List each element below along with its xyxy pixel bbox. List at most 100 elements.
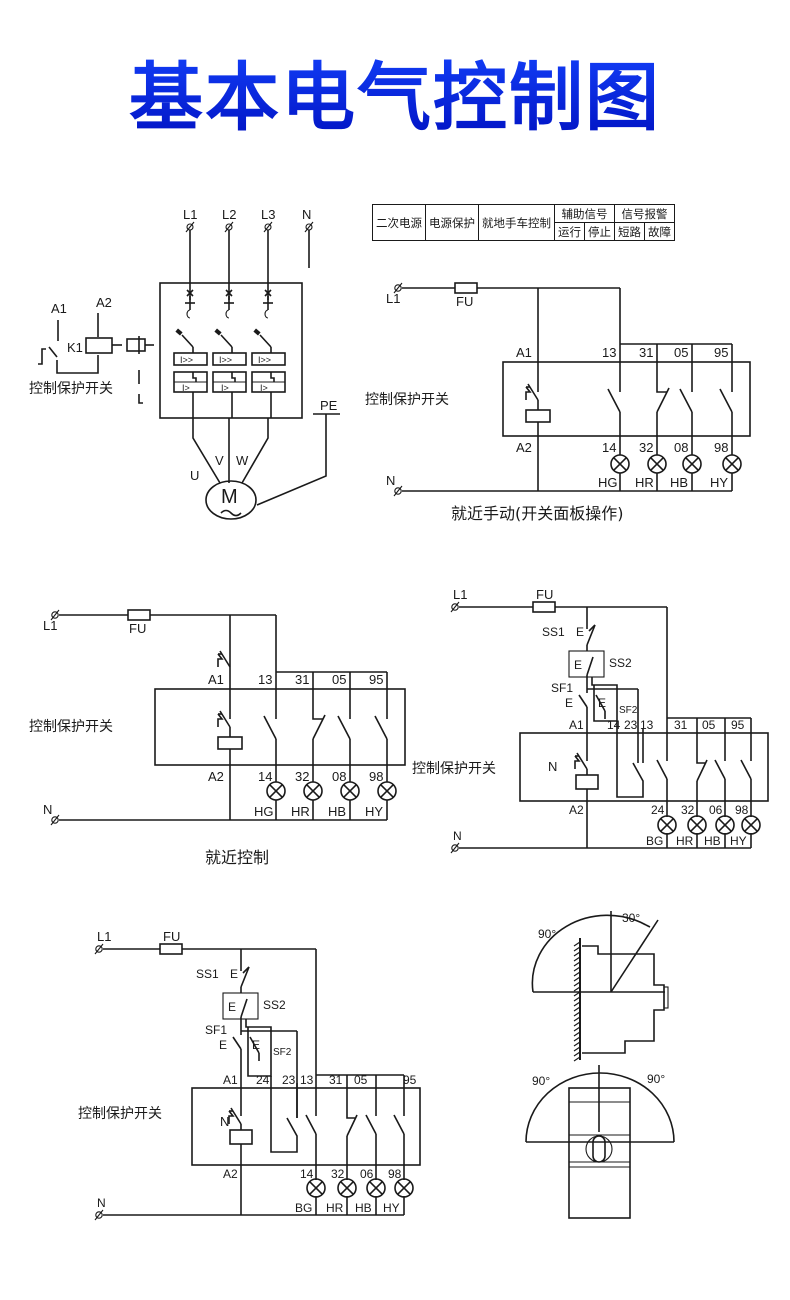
legend-sub-fault: 故障 [644, 222, 675, 241]
phase-label-u: U [190, 468, 199, 483]
indicator-lamp-hb-icon [715, 815, 735, 835]
diagram-caption: 就近控制 [205, 848, 269, 867]
top-contact-label: 95 [731, 718, 745, 732]
top-contact-label: 31 [295, 672, 309, 687]
lamp-label: HY [710, 475, 728, 490]
indicator-lamp-hy-icon [722, 454, 742, 474]
bottom-contact-label: 98 [714, 440, 728, 455]
button-sf2-label: SF2 [619, 705, 638, 716]
top-contact-label: 13 [300, 1073, 314, 1087]
button-marker: E [252, 1038, 260, 1052]
angle-label-front-right: 90° [647, 1072, 665, 1086]
bottom-contact-label: 32 [295, 769, 309, 784]
lamp-label: HB [670, 475, 688, 490]
switch-label: 控制保护开关 [78, 1106, 162, 1122]
indicator-lamp-hy-icon [741, 815, 761, 835]
legend-group-alarm: 信号报警 [614, 204, 675, 223]
terminal-l2: L2 [222, 207, 236, 300]
indicator-lamp-hg-icon [266, 781, 286, 801]
neutral-terminal-icon [394, 487, 402, 495]
legend-col-local-control: 就地手车控制 [478, 204, 555, 241]
top-contact-label: 05 [702, 718, 716, 732]
indicator-lamp-hb-icon [366, 1178, 386, 1198]
top-contact-label: 23 [624, 718, 638, 732]
lamp-label: HG [254, 804, 274, 819]
latch-wire [270, 1076, 298, 1153]
supply-terminal-icon [451, 603, 459, 611]
button-marker: E [598, 696, 606, 710]
diagram-caption: 就近手动(开关面板操作) [451, 504, 624, 523]
neutral-label: N [97, 1196, 106, 1210]
top-contact-label: 24 [256, 1073, 270, 1087]
lamp-label: HB [328, 804, 346, 819]
button-sf2-label: SF2 [273, 1047, 292, 1058]
button-ss2-label: SS2 [263, 998, 286, 1012]
ground-label: PE [320, 398, 338, 413]
coil-terminal-a1: A1 [516, 345, 532, 360]
button-sf2-box [245, 1019, 272, 1077]
lamp-label: BG [646, 834, 663, 848]
front-rotation-arc [525, 1072, 675, 1143]
switch-enclosure [191, 1087, 421, 1166]
bottom-contact-label: 98 [735, 803, 749, 817]
lamp-label: HR [291, 804, 310, 819]
top-contact-label: 13 [602, 345, 616, 360]
top-contact-label: 95 [714, 345, 728, 360]
bottom-contact-label: 08 [332, 769, 346, 784]
manual-switch-icon [574, 752, 588, 770]
bottom-contact-label: 32 [639, 440, 653, 455]
top-contact-label: 31 [674, 718, 688, 732]
top-contact-label: 13 [258, 672, 272, 687]
button-sf2-box [591, 677, 618, 722]
switch-enclosure [502, 361, 751, 437]
supply-label: L1 [386, 291, 400, 306]
latch-wire [616, 721, 644, 798]
neutral-label: N [386, 473, 395, 488]
supply-terminal-icon [95, 945, 103, 953]
indicator-lamp-hr-icon [647, 454, 667, 474]
indicator-lamp-bg-icon [306, 1178, 326, 1198]
top-contact-label: 05 [332, 672, 346, 687]
coil-terminal-a2: A2 [96, 295, 112, 310]
indicator-lamp-hy-icon [377, 781, 397, 801]
main-circuit: L1 L2 L3 N I>>I>I>>I>I>>I> U V W [29, 207, 340, 520]
top-contact-label: 95 [403, 1073, 417, 1087]
button-marker: E [565, 696, 573, 710]
button-ss1-label: SS1 [196, 967, 219, 981]
legend-sub-stop: 停止 [584, 222, 615, 241]
switch-enclosure [519, 732, 769, 802]
magnetic-trip-icon [212, 352, 247, 366]
angle-label-side-30: 30° [622, 911, 640, 925]
coil-terminal-a2: A2 [516, 440, 532, 455]
svg-text:I>>: I>> [258, 355, 271, 365]
phase-label-v: V [215, 453, 224, 468]
fuse-label: FU [129, 621, 146, 636]
lamp-label: HR [326, 1201, 344, 1215]
svg-text:I>: I> [260, 383, 268, 393]
svg-text:I>: I> [182, 383, 190, 393]
fuse-icon [454, 282, 478, 294]
top-contact-label: 31 [329, 1073, 343, 1087]
switch-label: 控制保护开关 [29, 719, 113, 735]
legend-col-secondary-power: 二次电源 [372, 204, 426, 241]
breaker-pole: I>> I> [251, 289, 286, 418]
switch-label: 控制保护开关 [412, 761, 496, 777]
button-marker: E [230, 967, 238, 981]
bottom-contact-label: 32 [331, 1167, 345, 1181]
bottom-contact-label: 08 [674, 440, 688, 455]
phase-label-w: W [236, 453, 249, 468]
coil-k1 [85, 337, 113, 354]
neutral-terminal-icon [51, 816, 59, 824]
neutral-label: N [453, 829, 462, 843]
legend-col-power-protection: 电源保护 [425, 204, 479, 241]
bottom-contact-label: 98 [369, 769, 383, 784]
fuse-icon [532, 601, 556, 613]
coil-icon [525, 409, 551, 423]
terminal-l1: L1 [183, 207, 197, 300]
coil-terminal-a1: A1 [51, 301, 67, 316]
manual-actuator-icon [38, 348, 46, 365]
bottom-contact-label: 14 [602, 440, 616, 455]
